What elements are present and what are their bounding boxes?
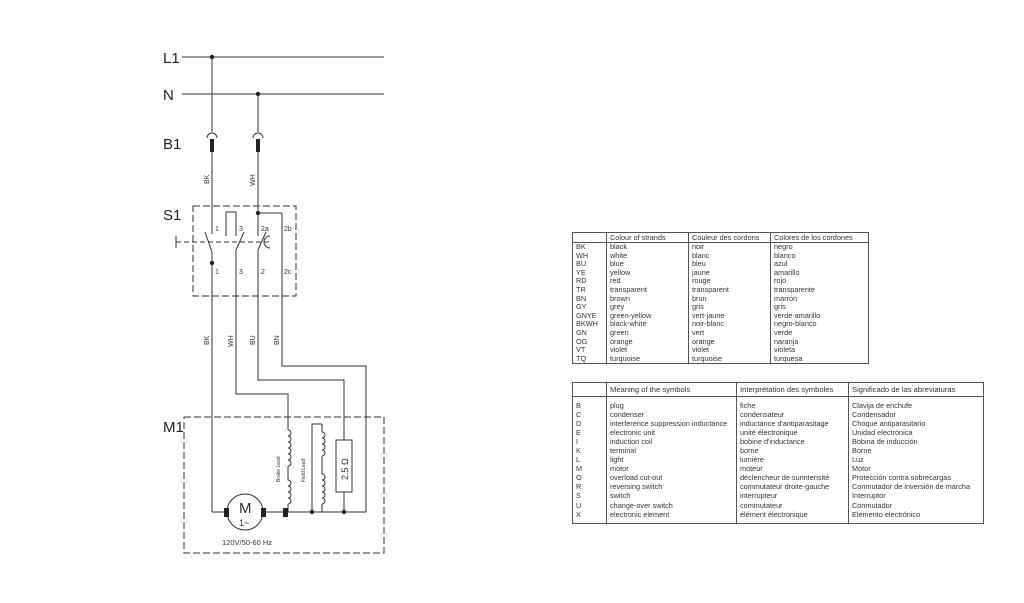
symbol-header-es: Significado de las abreviaturas — [848, 382, 984, 397]
terminal-2b: 2b — [284, 226, 292, 233]
terminal-2-bottom: 2 — [261, 269, 265, 276]
motor-rating: 120V/50-60 Hz — [222, 538, 272, 547]
terminal-1-top: 1 — [215, 226, 219, 233]
wire-label-wh-top: WH — [250, 174, 257, 186]
wire-label-bk-bottom: BK — [204, 335, 211, 345]
colour-names-en: black white blue yellow red transparent … — [606, 242, 689, 365]
table-row: BK WH BU YE RD TR BN GY GNYE BKWH GN OG … — [572, 242, 869, 365]
motor-m1-box — [183, 416, 385, 554]
brake-coil — [287, 429, 292, 512]
terminal-3-bottom: 3 — [239, 269, 243, 276]
symbol-table-header: Meaning of the symbols Interprétation de… — [572, 382, 984, 397]
motor-letter: M — [239, 500, 252, 517]
colour-header-en: Colour of strands — [606, 232, 689, 243]
colour-header-es: Colores de los cordones — [770, 232, 869, 243]
label-s1: S1 — [163, 207, 181, 224]
colour-codes: BK WH BU YE RD TR BN GY GNYE BKWH GN OG … — [572, 242, 607, 365]
colour-header-code — [572, 232, 607, 243]
colour-legend-table: Colour of strands Couleur des cordons Co… — [572, 232, 869, 365]
terminal-3-top: 3 — [239, 226, 243, 233]
label-m1: M1 — [163, 419, 184, 436]
wire-label-bn-bottom: BN — [274, 335, 281, 345]
symbol-meanings-fr: fiche condensateur inductance d'antipara… — [736, 396, 849, 524]
symbol-header-code — [572, 382, 607, 397]
colour-names-fr: noir blanc bleu jaune rouge transparent … — [688, 242, 771, 365]
field-coil — [321, 424, 326, 512]
switch-s1-box — [192, 205, 297, 297]
label-l1: L1 — [163, 50, 180, 67]
terminal-2c: 2c — [284, 269, 292, 276]
plug-pin-2 — [252, 132, 264, 139]
colour-names-es: negro blanco azul amarillo rojo transpar… — [770, 242, 869, 365]
plug-pin-1 — [206, 132, 218, 139]
motor-phase: 1~ — [239, 518, 249, 528]
label-n: N — [163, 87, 174, 104]
label-b1: B1 — [163, 136, 181, 153]
terminal-2a: 2a — [261, 226, 269, 233]
symbol-meanings-es: Clavija de enchufe Condensador Choque an… — [848, 396, 984, 524]
colour-table-header: Colour of strands Couleur des cordons Co… — [572, 232, 869, 243]
symbol-legend-table: Meaning of the symbols Interprétation de… — [572, 382, 984, 524]
field-coil-label: Field Lead — [301, 458, 307, 482]
symbol-meanings-en: plug condenser interference suppression … — [606, 396, 737, 524]
wire-label-wh-bottom: WH — [228, 335, 235, 347]
resistor-label: 2.5 Ω — [340, 458, 350, 480]
symbol-header-fr: Interprétation des symboles — [736, 382, 849, 397]
table-row: B C D E I K L M O R S U X plug condenser… — [572, 396, 984, 524]
symbol-header-en: Meaning of the symbols — [606, 382, 737, 397]
brake-coil-label: Brake Lead — [276, 456, 282, 482]
colour-header-fr: Couleur des cordons — [688, 232, 771, 243]
wire-label-bk-top: BK — [204, 174, 211, 184]
symbol-codes: B C D E I K L M O R S U X — [572, 396, 607, 524]
wire-label-bu-bottom: BU — [250, 335, 257, 345]
terminal-1-bottom: 1 — [215, 269, 219, 276]
